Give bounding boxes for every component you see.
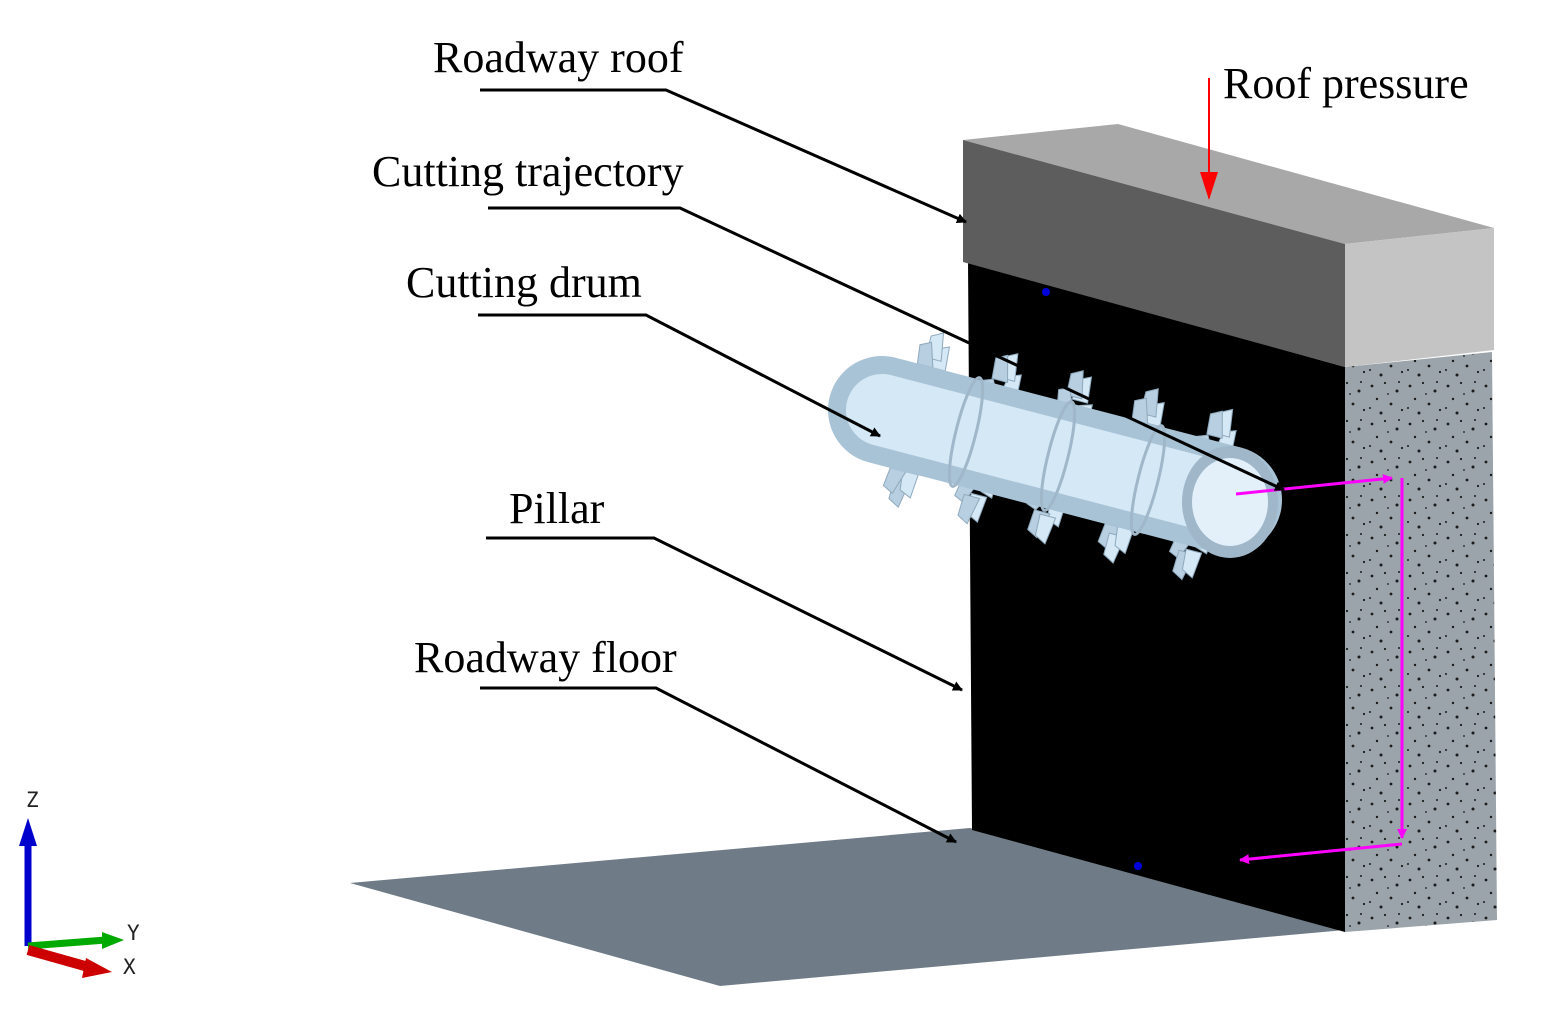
- drum-tooth: [1181, 548, 1203, 579]
- cutting-trajectory-path: [1235, 473, 1407, 865]
- roof-top-face: [963, 124, 1494, 244]
- x-axis-arrow: [82, 958, 112, 978]
- cutting-drum: [828, 332, 1282, 581]
- z-axis-arrow: [19, 818, 37, 846]
- marker-dot: [1134, 862, 1142, 870]
- leader-cutting-drum: [478, 313, 881, 438]
- drum-tooth: [1206, 410, 1223, 439]
- axis-label-x: X: [123, 955, 136, 979]
- leader-pillar: [486, 536, 963, 692]
- label-cutting-trajectory: Cutting trajectory: [372, 147, 684, 196]
- pillar-front-face: [968, 262, 1345, 932]
- drum-tooth: [957, 493, 981, 525]
- leader-roadway-floor: [480, 686, 957, 844]
- label-roadway-floor: Roadway floor: [414, 633, 677, 682]
- label-roof-pressure: Roof pressure: [1223, 59, 1469, 108]
- roof-front-face: [963, 140, 1345, 367]
- drum-tooth: [916, 341, 934, 369]
- drum-tooth: [1034, 513, 1057, 545]
- y-axis-arrow: [102, 932, 124, 949]
- label-cutting-drum: Cutting drum: [406, 258, 642, 307]
- drum-tooth: [991, 354, 1009, 384]
- label-roadway-roof: Roadway roof: [433, 33, 684, 82]
- axis-triad: [19, 818, 124, 978]
- roof-pressure-arrow-head: [1200, 172, 1218, 200]
- label-pillar: Pillar: [509, 484, 605, 533]
- roof-side-face: [1345, 228, 1494, 367]
- leader-cutting-trajectory: [488, 206, 1285, 492]
- pillar-side-face: [1345, 352, 1497, 932]
- roadway-floor: [350, 828, 1345, 986]
- axis-label-z: Z: [26, 788, 39, 812]
- marker-dot: [1042, 288, 1050, 296]
- leader-roadway-roof: [480, 88, 967, 224]
- axis-label-y: Y: [127, 921, 140, 945]
